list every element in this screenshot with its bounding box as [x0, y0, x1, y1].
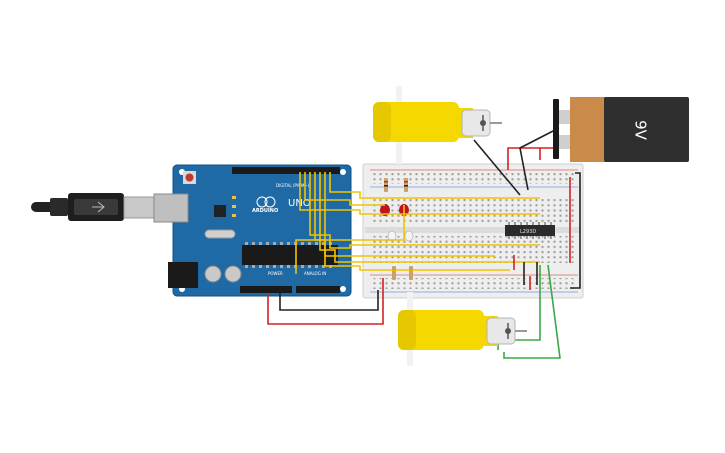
analog-header-label: ANALOG IN	[304, 271, 326, 276]
arduino-board: ARDUINO UNO DIGITAL (PWM~) POWER ANALOG …	[153, 164, 352, 297]
resistors-top	[384, 178, 408, 192]
arduino-brand: ARDUINO	[252, 208, 278, 214]
arduino-infinity-icon	[256, 196, 268, 208]
reset-button[interactable]	[185, 173, 194, 182]
white-leds	[387, 230, 414, 242]
power-header-label: POWER	[268, 271, 283, 276]
motor-bottom	[398, 292, 527, 366]
black-wires	[279, 129, 581, 311]
digital-header-label: DIGITAL (PWM~)	[276, 183, 310, 188]
driver-ic-label: L293D	[520, 229, 536, 235]
red-wires	[267, 140, 571, 325]
motor-top	[373, 86, 502, 164]
yellow-wires	[295, 172, 540, 274]
l293d-driver-ic: L293D	[505, 222, 555, 239]
battery-label: 9V	[632, 120, 650, 141]
usb-cable	[31, 193, 157, 221]
usb-icon	[92, 201, 105, 213]
battery-9v: 9V	[553, 97, 689, 162]
